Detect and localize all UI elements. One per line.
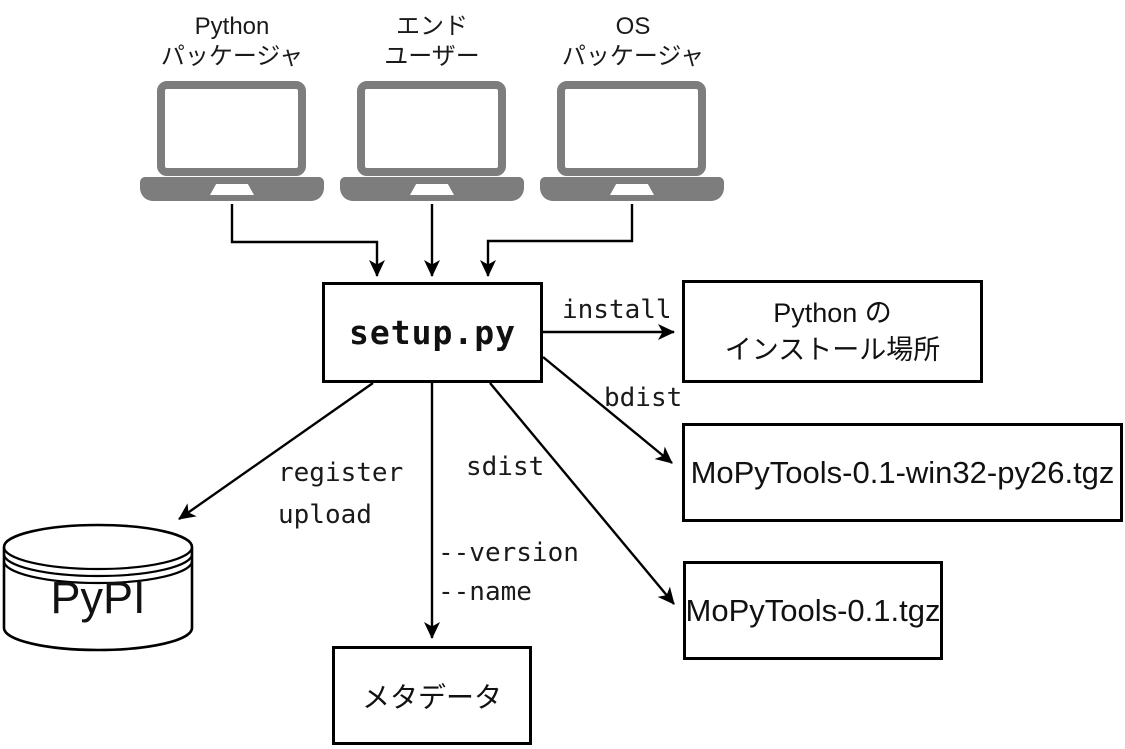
actor-label-line: パッケージャ [561, 43, 705, 70]
laptop-notch [410, 184, 454, 195]
actor-label-end-user: エンド ユーザー [322, 12, 542, 72]
setup-py-label: setup.py [349, 313, 516, 352]
node-setup-py: setup.py [322, 282, 543, 383]
edge-label-upload: upload [278, 500, 372, 530]
edge-label-name-flag: --name [438, 577, 532, 607]
pypi-cylinder [2, 523, 194, 652]
install-location-line: インストール場所 [724, 334, 941, 365]
laptop-screen [357, 81, 506, 176]
install-location-line: Python の [773, 297, 892, 328]
node-bdist-file: MoPyTools-0.1-win32-py26.tgz [682, 423, 1123, 522]
edge-sdist [489, 382, 675, 605]
edge-label-sdist: sdist [466, 452, 545, 482]
actor-label-line: Python [194, 13, 270, 40]
edge-register-upload [178, 382, 374, 520]
edge-bdist [542, 356, 673, 464]
edge-python-packager-to-setup [230, 204, 385, 277]
node-metadata: メタデータ [332, 646, 532, 745]
metadata-label: メタデータ [361, 681, 502, 713]
edge-os-packager-to-setup [480, 204, 634, 277]
laptop-screen [557, 81, 706, 176]
node-sdist-file: MoPyTools-0.1.tgz [683, 561, 943, 660]
actor-label-python-packager: Python パッケージャ [122, 12, 342, 72]
edge-label-install: install [562, 295, 672, 325]
edge-label-register-upload: register upload [278, 458, 403, 542]
edge-label-bdist: bdist [604, 383, 683, 413]
pypi-label: PyPI [50, 572, 146, 623]
laptop-icon [140, 81, 324, 201]
edge-label-version-name: --version --name [438, 538, 579, 616]
laptop-notch [210, 184, 254, 195]
actor-label-line: パッケージャ [160, 43, 304, 70]
actor-label-line: OS [615, 13, 651, 40]
actor-label-os-packager: OS パッケージャ [523, 12, 743, 72]
laptop-icon [540, 81, 724, 201]
laptop-notch [610, 184, 654, 195]
edge-label-version-flag: --version [438, 538, 579, 568]
laptop-icon [340, 81, 524, 201]
actor-label-line: エンド [396, 13, 468, 40]
bdist-file-label: MoPyTools-0.1-win32-py26.tgz [690, 454, 1115, 490]
actor-label-line: ユーザー [384, 43, 480, 70]
sdist-file-label: MoPyTools-0.1.tgz [685, 592, 941, 628]
edge-label-register: register [278, 458, 404, 488]
node-install-location: Python の インストール場所 [682, 280, 983, 383]
laptop-screen [157, 81, 306, 176]
